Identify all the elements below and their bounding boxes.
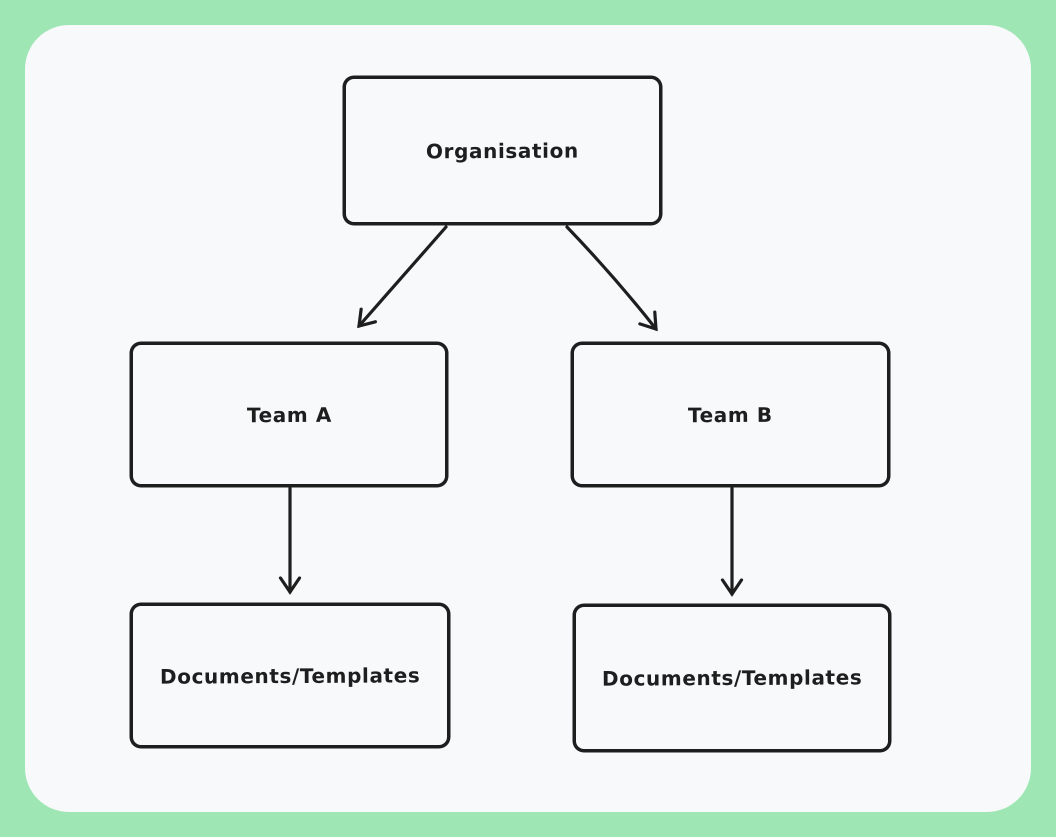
node-team-b: Team B	[571, 342, 890, 487]
node-team-a-label: Team A	[246, 402, 332, 427]
node-documents-templates-a: Documents/Templates	[130, 603, 450, 748]
node-organisation-label: Organisation	[426, 138, 579, 163]
node-team-a: Team A	[130, 342, 448, 487]
node-documents-templates-a-label: Documents/Templates	[159, 662, 421, 689]
node-organisation: Organisation	[343, 76, 662, 225]
node-team-b-label: Team B	[688, 402, 773, 427]
node-documents-templates-b-label: Documents/Templates	[601, 665, 863, 691]
node-documents-templates-b: Documents/Templates	[573, 604, 891, 752]
